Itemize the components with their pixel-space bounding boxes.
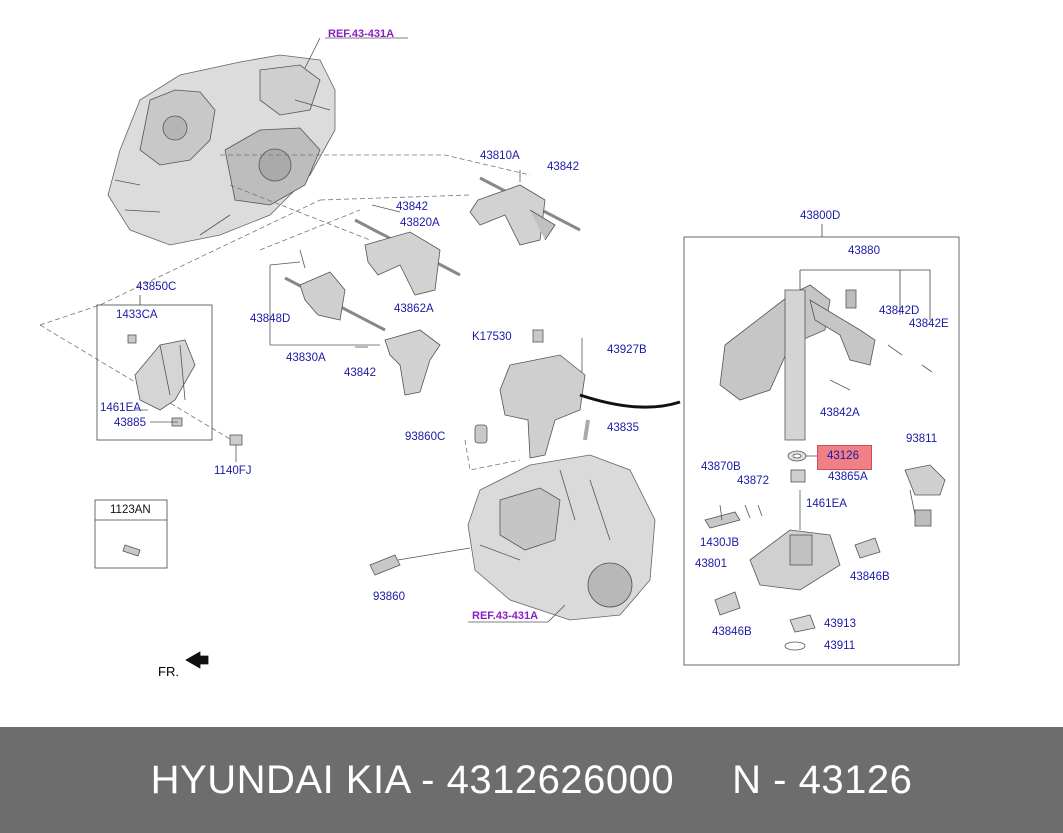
- ref-label-top[interactable]: REF.43-431A: [328, 28, 395, 40]
- transmission-housing-top: [107, 54, 336, 246]
- part-label-1461ea-right[interactable]: 1461EA: [806, 498, 847, 510]
- base-plate-43801: [749, 490, 841, 591]
- parts-diagram: [39, 37, 960, 669]
- part-label-k17530[interactable]: K17530: [472, 331, 512, 343]
- part-label-1433ca[interactable]: 1433CA: [116, 309, 158, 321]
- part-label-43800d[interactable]: 43800D: [800, 210, 841, 222]
- part-label-1123an[interactable]: 1123AN: [110, 504, 151, 516]
- bushing-43846b-left: [714, 591, 741, 616]
- connector-93811: [904, 464, 946, 527]
- front-indicator-label: FR.: [158, 664, 179, 679]
- part-label-43846b-left[interactable]: 43846B: [712, 626, 752, 638]
- part-label-43862a[interactable]: 43862A: [394, 303, 434, 315]
- highlight-box-43126: [817, 445, 872, 470]
- transmission-housing-bottom: [467, 454, 656, 621]
- part-label-43842-top[interactable]: 43842: [547, 161, 579, 173]
- part-label-43842e[interactable]: 43842E: [909, 318, 949, 330]
- part-label-43865a[interactable]: 43865A: [828, 471, 868, 483]
- part-label-43842d[interactable]: 43842D: [879, 305, 920, 317]
- ref-label-bottom[interactable]: REF.43-431A: [472, 610, 539, 622]
- shift-control-middle: [499, 329, 590, 459]
- part-label-43842-mid[interactable]: 43842: [396, 201, 428, 213]
- part-label-1461ea-left[interactable]: 1461EA: [100, 402, 141, 414]
- part-label-43850c[interactable]: 43850C: [136, 281, 177, 293]
- part-label-43835[interactable]: 43835: [607, 422, 639, 434]
- shift-fork-43862a: [355, 329, 441, 396]
- part-label-43880[interactable]: 43880: [848, 245, 880, 257]
- footer-bar: HYUNDAI KIA - 4312626000 N - 43126: [0, 727, 1063, 833]
- part-label-43842a[interactable]: 43842A: [820, 407, 860, 419]
- part-label-43848d[interactable]: 43848D: [250, 313, 291, 325]
- part-label-93860c[interactable]: 93860C: [405, 431, 446, 443]
- bolt-1140fj: [229, 434, 243, 462]
- footer-part-number: HYUNDAI KIA - 4312626000 N - 43126: [150, 758, 913, 802]
- part-label-93811[interactable]: 93811: [906, 433, 938, 445]
- part-label-43913[interactable]: 43913: [824, 618, 856, 630]
- bolt-1123an: [122, 544, 141, 557]
- clip-43913: [789, 614, 816, 633]
- bushing-43846b-right: [854, 537, 881, 559]
- part-label-43911[interactable]: 43911: [824, 640, 856, 652]
- sensor-93860c: [474, 424, 488, 444]
- shift-fork-43820a: [354, 204, 461, 296]
- sensor-93860: [369, 547, 471, 576]
- part-label-43842-low[interactable]: 43842: [344, 367, 376, 379]
- part-label-43830a[interactable]: 43830A: [286, 352, 326, 364]
- part-label-43846b-right[interactable]: 43846B: [850, 571, 890, 583]
- shift-rail-43830a: [269, 249, 386, 346]
- part-label-43810a[interactable]: 43810A: [480, 150, 520, 162]
- bushing-43865a: [790, 469, 806, 483]
- shift-rail-43810a: [469, 170, 581, 246]
- pin-43870b: [704, 504, 763, 529]
- part-label-1140fj[interactable]: 1140FJ: [214, 465, 252, 477]
- part-label-43927b[interactable]: 43927B: [607, 344, 647, 356]
- part-label-43820a[interactable]: 43820A: [400, 217, 440, 229]
- part-label-43126[interactable]: 43126: [827, 450, 859, 462]
- washer-43126: [787, 450, 817, 462]
- bracket-assembly-43850c: [127, 334, 196, 427]
- front-arrow-icon: [185, 651, 209, 669]
- part-label-43872[interactable]: 43872: [737, 475, 769, 487]
- part-label-93860[interactable]: 93860: [373, 591, 405, 603]
- clip-43911: [784, 641, 806, 651]
- part-label-43801[interactable]: 43801: [695, 558, 727, 570]
- part-label-43870b[interactable]: 43870B: [701, 461, 741, 473]
- part-label-1430jb[interactable]: 1430JB: [700, 537, 740, 549]
- part-label-43885[interactable]: 43885: [114, 417, 146, 429]
- shift-lever-43880: [719, 284, 933, 441]
